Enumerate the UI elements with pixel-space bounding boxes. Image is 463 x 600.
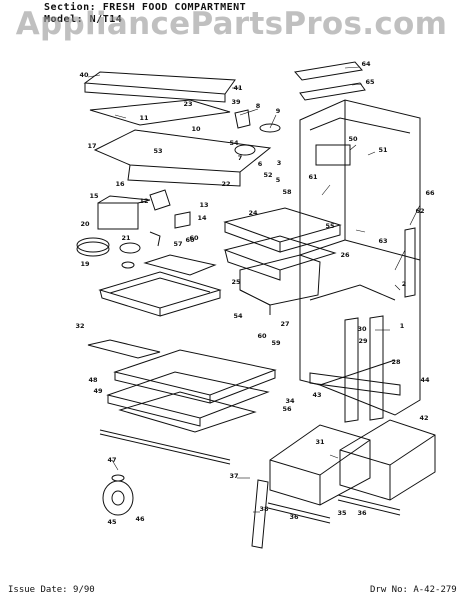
callout-38: 38 <box>259 505 269 513</box>
model-value: N/T14 <box>89 14 123 25</box>
callout-17: 17 <box>87 142 96 150</box>
callout-40: 40 <box>79 71 89 79</box>
leader-lines <box>87 66 421 513</box>
model-label: Model: <box>44 14 84 25</box>
lower-shelf <box>87 339 277 465</box>
callout-37: 37 <box>229 472 238 480</box>
callout-12: 12 <box>139 197 148 205</box>
callout-21: 21 <box>121 234 131 242</box>
callout-27: 27 <box>280 320 289 328</box>
callout-45: 45 <box>107 518 117 526</box>
callout-30: 30 <box>357 325 367 333</box>
callout-6: 6 <box>258 160 263 168</box>
callout-53: 53 <box>153 147 162 155</box>
callout-51: 51 <box>378 146 388 154</box>
callout-9: 9 <box>276 107 281 115</box>
drawing-number: Drw No: A-42-279 <box>370 585 457 595</box>
section-value: FRESH FOOD COMPARTMENT <box>102 2 247 13</box>
crisper-drawers <box>267 419 436 524</box>
callout-15: 15 <box>89 192 99 200</box>
middle-shelf <box>98 254 222 317</box>
callout-34: 34 <box>285 397 295 405</box>
callout-8: 8 <box>256 102 261 110</box>
callout-44: 44 <box>420 376 430 384</box>
issue-date: Issue Date: 9/90 <box>8 585 95 595</box>
callout-58: 58 <box>282 188 292 196</box>
callout-41: 41 <box>233 84 243 92</box>
callout-52: 52 <box>263 171 272 179</box>
callout-1: 1 <box>400 322 405 330</box>
callout-11: 11 <box>139 114 149 122</box>
model-heading: Model: N/T14 <box>44 14 122 25</box>
callout-36: 36 <box>357 509 367 517</box>
callout-60: 60 <box>257 332 267 340</box>
callout-3: 3 <box>277 159 282 167</box>
callout-49: 49 <box>93 387 103 395</box>
callout-5: 5 <box>276 176 281 184</box>
callout-19: 19 <box>80 260 90 268</box>
callout-54: 54 <box>229 139 239 147</box>
callout-61: 61 <box>308 173 318 181</box>
callout-23: 23 <box>183 100 192 108</box>
callout-29: 29 <box>358 337 368 345</box>
callout-2: 2 <box>402 280 407 288</box>
callout-39: 39 <box>231 98 241 106</box>
callout-22: 22 <box>221 180 230 188</box>
callout-28: 28 <box>391 358 401 366</box>
callout-57: 57 <box>173 240 182 248</box>
callout-48: 48 <box>88 376 98 384</box>
callout-47: 47 <box>107 456 116 464</box>
callout-13: 13 <box>199 201 208 209</box>
upper-shelf <box>223 207 342 315</box>
cabinet-liner <box>299 99 421 416</box>
roller-parts <box>102 474 134 516</box>
callout-7: 7 <box>238 154 243 162</box>
callout-50: 50 <box>348 135 358 143</box>
callout-63: 63 <box>378 237 387 245</box>
callout-20: 20 <box>80 220 90 228</box>
callout-35: 35 <box>337 509 347 517</box>
callout-31: 31 <box>315 438 325 446</box>
shelf-rails <box>251 61 416 549</box>
section-heading: Section: FRESH FOOD COMPARTMENT <box>44 2 246 13</box>
callout-25: 25 <box>231 278 241 286</box>
callout-14: 14 <box>197 214 207 222</box>
callout-59: 59 <box>271 339 281 347</box>
section-label: Section: <box>44 2 97 13</box>
callout-42: 42 <box>419 414 428 422</box>
callout-60: 60 <box>189 234 199 242</box>
callout-65: 65 <box>365 78 375 86</box>
callout-26: 26 <box>340 251 350 259</box>
callout-55: 55 <box>325 222 335 230</box>
callout-36: 36 <box>289 513 299 521</box>
callout-32: 32 <box>75 322 84 330</box>
callout-24: 24 <box>248 209 258 217</box>
callout-54: 54 <box>233 312 243 320</box>
callout-46: 46 <box>135 515 145 523</box>
control-housing <box>83 71 281 187</box>
callout-64: 64 <box>361 60 371 68</box>
callout-10: 10 <box>191 125 201 133</box>
callout-66: 66 <box>425 189 435 197</box>
callout-16: 16 <box>115 180 125 188</box>
callout-60: 60 <box>185 236 195 244</box>
callout-62: 62 <box>415 207 424 215</box>
callout-56: 56 <box>282 405 292 413</box>
fan-assembly <box>76 189 191 269</box>
callout-43: 43 <box>312 391 321 399</box>
